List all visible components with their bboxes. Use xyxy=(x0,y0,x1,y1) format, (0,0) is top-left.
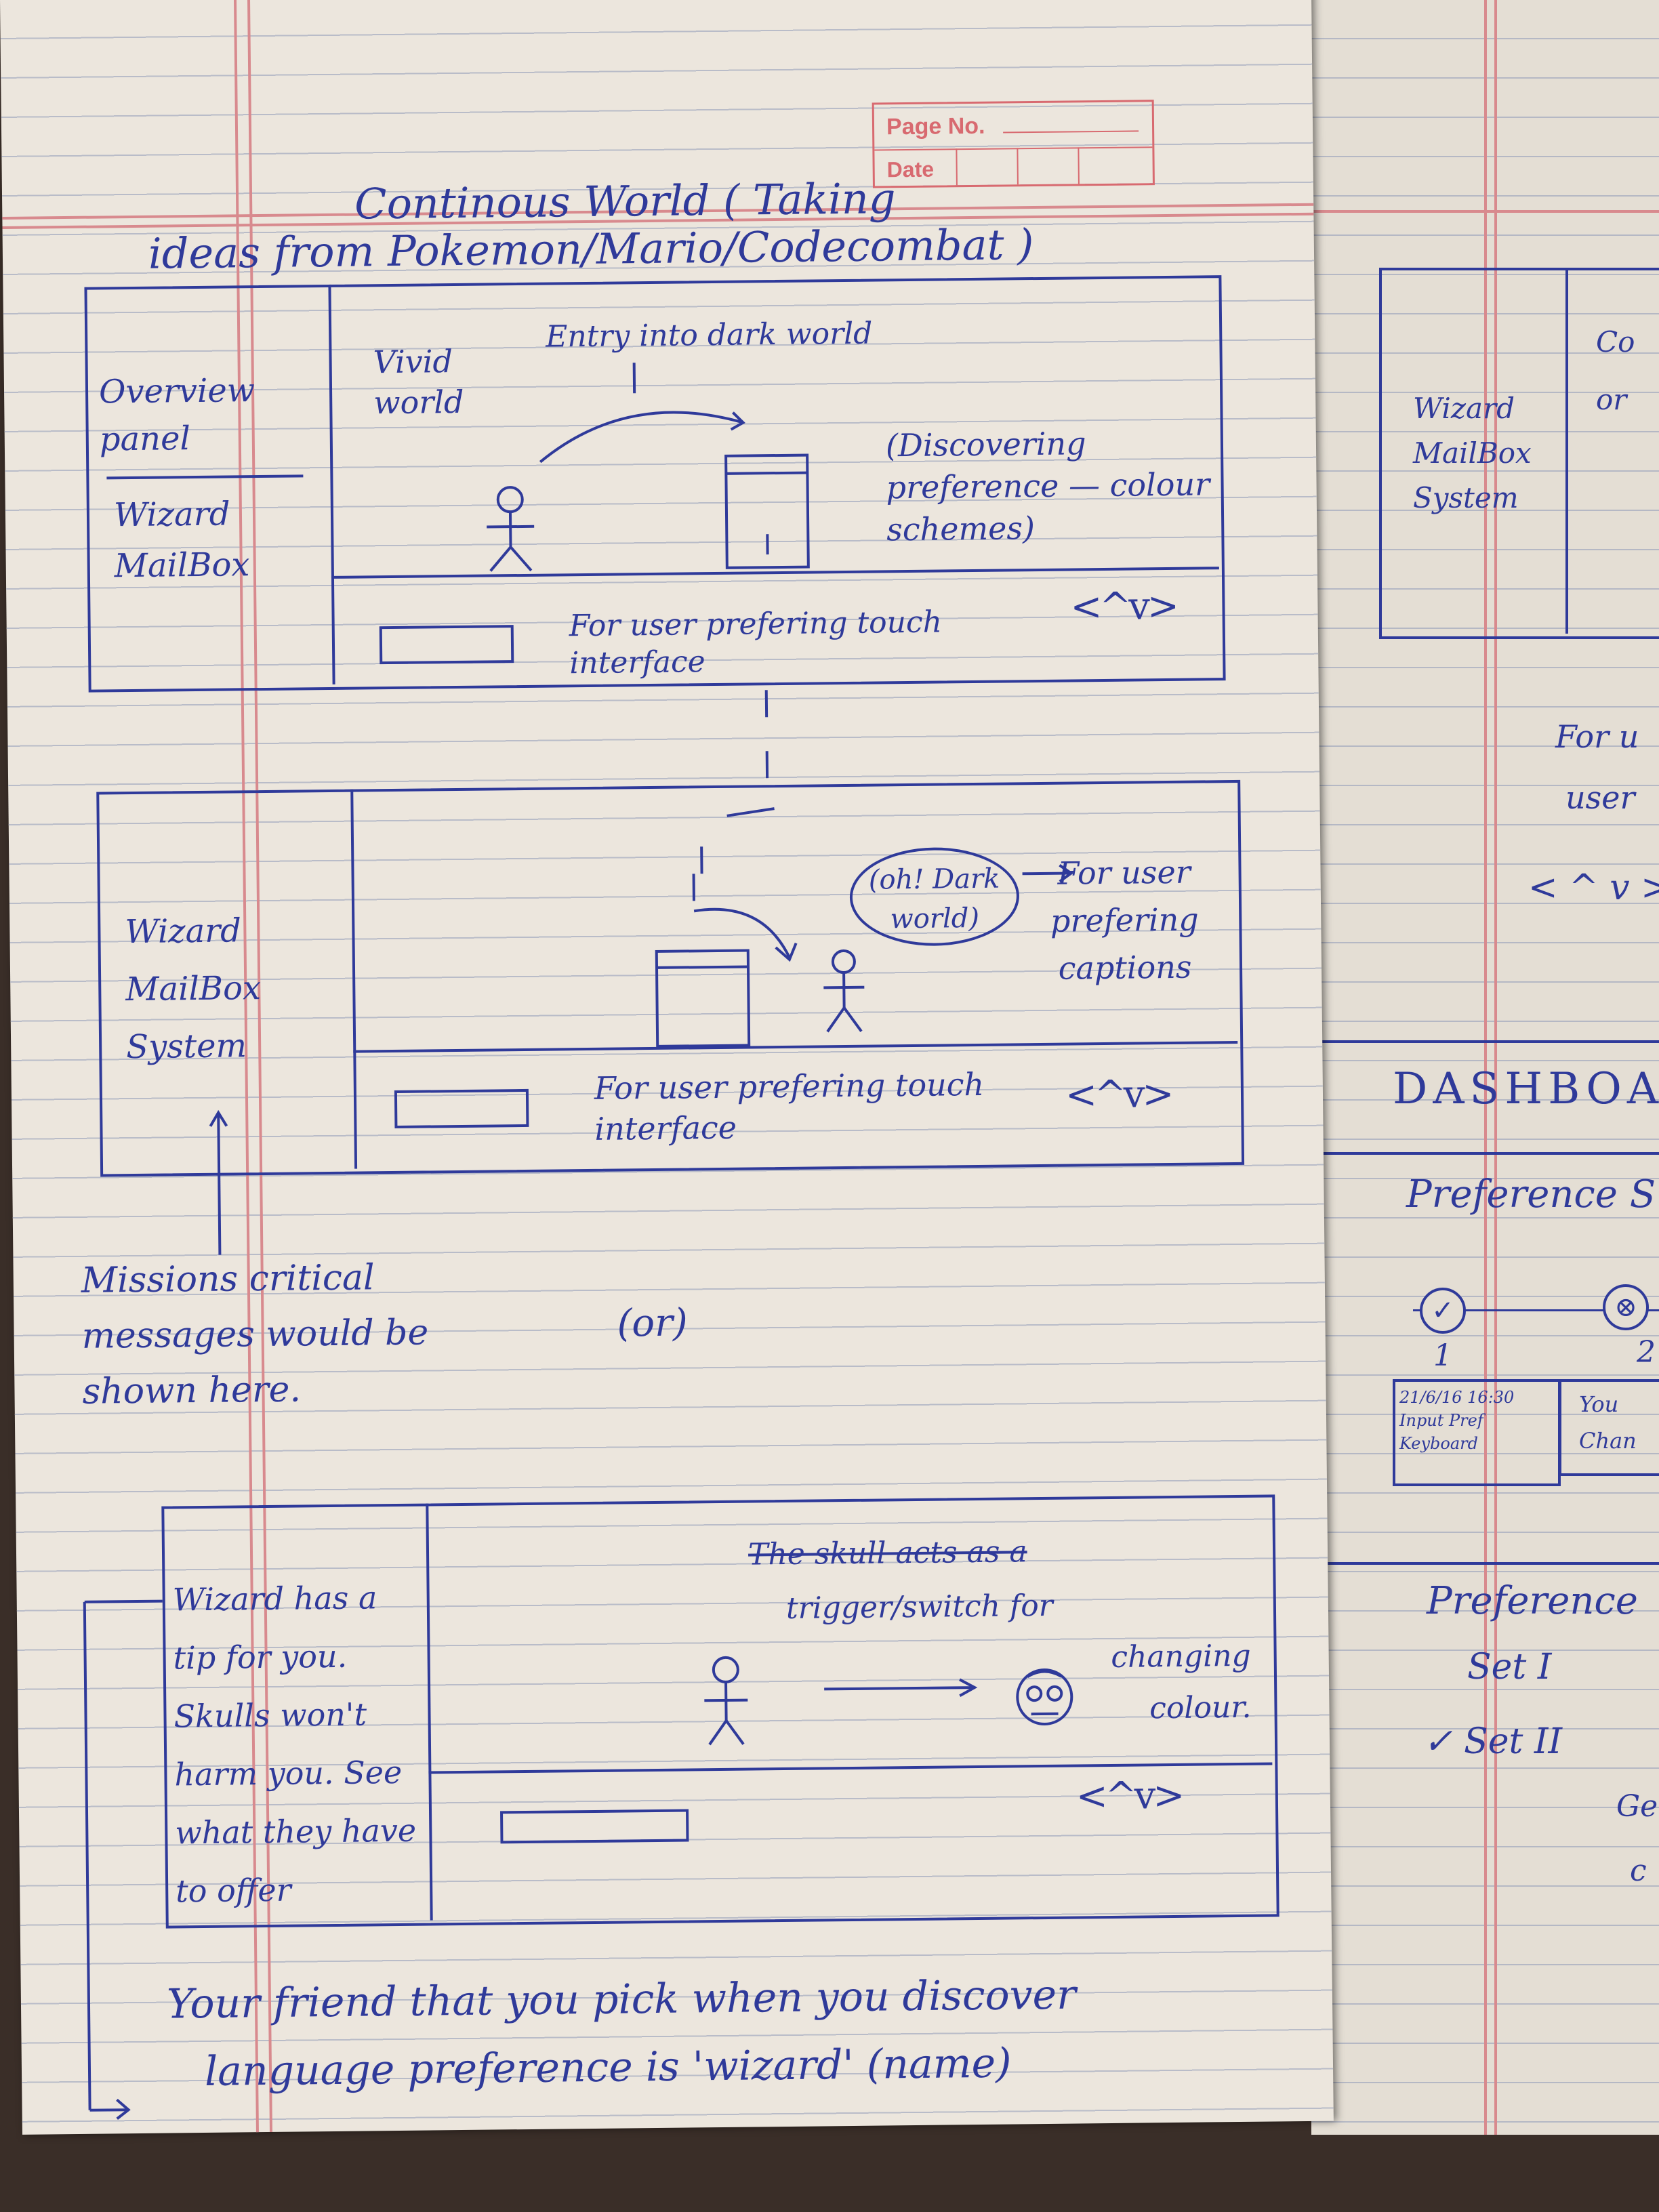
up-arrow-icon xyxy=(209,1109,228,1255)
wizard-tip-text: Wizard has a tip for you. Skulls won't h… xyxy=(172,1579,417,1910)
wizard-mailbox-system-label: Wizard MailBox System xyxy=(125,912,262,1067)
right-arrow-icon xyxy=(824,1678,978,1698)
touch-interface-note-1: For user prefering touch interface xyxy=(569,605,943,681)
dpad-icon-1[interactable]: <^v> xyxy=(1070,583,1177,630)
right-dpad-icon: < ^ v > xyxy=(1528,867,1659,908)
overview-panel-label: Overview panel xyxy=(98,371,255,459)
progress-track xyxy=(1413,1309,1659,1311)
set-1-option[interactable]: Set I xyxy=(1467,1647,1552,1687)
wizard-mailbox-label-1: Wizard MailBox xyxy=(113,495,250,586)
title-line-2: ideas from Pokemon/Mario/Codecombat ) xyxy=(148,220,1034,279)
right-sketch-frame xyxy=(1379,268,1659,639)
bracket-arrow-icon xyxy=(83,1599,163,2120)
footer-line-2: language preference is 'wizard' (name) xyxy=(204,2039,1012,2096)
entry-dark-world-label: Entry into dark world xyxy=(545,316,873,354)
stick-figure-icon-2 xyxy=(823,949,865,1033)
preference-heading: Preference xyxy=(1427,1579,1638,1623)
set-2-option[interactable]: ✓ Set II xyxy=(1423,1721,1563,1762)
dashboard-title: DASHBOA xyxy=(1393,1064,1659,1114)
stamp-cell-2 xyxy=(1017,148,1019,185)
right-or-text: or xyxy=(1596,383,1627,416)
bubble-arrow-icon xyxy=(1022,864,1074,883)
or-note: (or) xyxy=(617,1300,689,1346)
skull-icon[interactable] xyxy=(1007,1662,1082,1738)
step-2-label: 2 xyxy=(1637,1335,1656,1370)
page-no-stamp: Page No. Date xyxy=(872,100,1155,188)
mission-critical-note: Missions critical messages would be show… xyxy=(81,1257,429,1412)
door-icon xyxy=(724,453,810,569)
left-notebook-page: Page No. Date Continous World ( Taking i… xyxy=(0,0,1334,2135)
right-sketch-divider xyxy=(1565,268,1568,634)
right-divider-2 xyxy=(1311,1152,1659,1155)
changing-colour-text: changing colour. xyxy=(1111,1638,1252,1726)
step-1-label: 1 xyxy=(1433,1338,1452,1373)
ge-text: Ge xyxy=(1616,1789,1658,1824)
history-card-2-text: You Chan xyxy=(1579,1391,1637,1454)
title-line-1: Continous World ( Taking xyxy=(354,173,896,229)
page-no-label: Page No. xyxy=(886,112,985,140)
stamp-divider xyxy=(874,146,1153,151)
preference-s-heading: Preference S xyxy=(1406,1172,1656,1216)
right-divider-1 xyxy=(1311,1040,1659,1043)
touch-input-box-3[interactable] xyxy=(500,1809,689,1844)
touch-input-box-1[interactable] xyxy=(379,625,514,665)
c-text: c xyxy=(1630,1853,1647,1888)
stamp-cell-3 xyxy=(1078,147,1080,184)
dashed-connector xyxy=(700,690,775,874)
entry-arrow-icon xyxy=(539,363,745,464)
stick-figure-icon xyxy=(487,486,535,572)
struck-text: The skull acts as a xyxy=(747,1534,1027,1572)
right-header-line xyxy=(1311,210,1659,213)
curved-arrow-icon xyxy=(692,874,798,962)
door-icon-2 xyxy=(655,949,751,1048)
vivid-world-label: Vivid world xyxy=(373,343,464,422)
dpad-icon-2[interactable]: <^v> xyxy=(1065,1071,1172,1118)
discovering-preference-note: (Discovering preference — colour schemes… xyxy=(885,425,1210,548)
right-for-u-text: For u xyxy=(1555,718,1639,755)
captions-note: For user prefering captions xyxy=(1050,853,1199,987)
footer-line-1: Your friend that you pick when you disco… xyxy=(166,1971,1077,2028)
step-cross-icon: ⊗ xyxy=(1603,1284,1649,1330)
right-margin-line-2 xyxy=(1494,0,1497,2135)
history-card-2 xyxy=(1559,1379,1659,1476)
history-card-1-text: 21/6/16 16:30 Input Pref Keyboard xyxy=(1399,1388,1515,1453)
stamp-cell-1 xyxy=(956,148,958,186)
right-wizard-text: Wizard MailBox System xyxy=(1413,392,1532,514)
page-no-rule xyxy=(1003,130,1139,134)
dpad-icon-3[interactable]: <^v> xyxy=(1076,1773,1183,1819)
right-co-text: Co xyxy=(1596,325,1635,359)
stick-figure-icon-3 xyxy=(704,1656,748,1746)
right-notebook-page: Co or Wizard MailBox System For u user <… xyxy=(1311,0,1659,2135)
right-user-text: user xyxy=(1565,779,1635,816)
right-margin-line xyxy=(1484,0,1487,2135)
touch-interface-note-2: For user prefering touch interface xyxy=(594,1065,985,1147)
touch-input-box-2[interactable] xyxy=(394,1088,529,1128)
step-check-icon: ✓ xyxy=(1420,1288,1466,1334)
right-divider-3 xyxy=(1311,1562,1659,1565)
trigger-switch-text: trigger/switch for xyxy=(785,1588,1053,1626)
